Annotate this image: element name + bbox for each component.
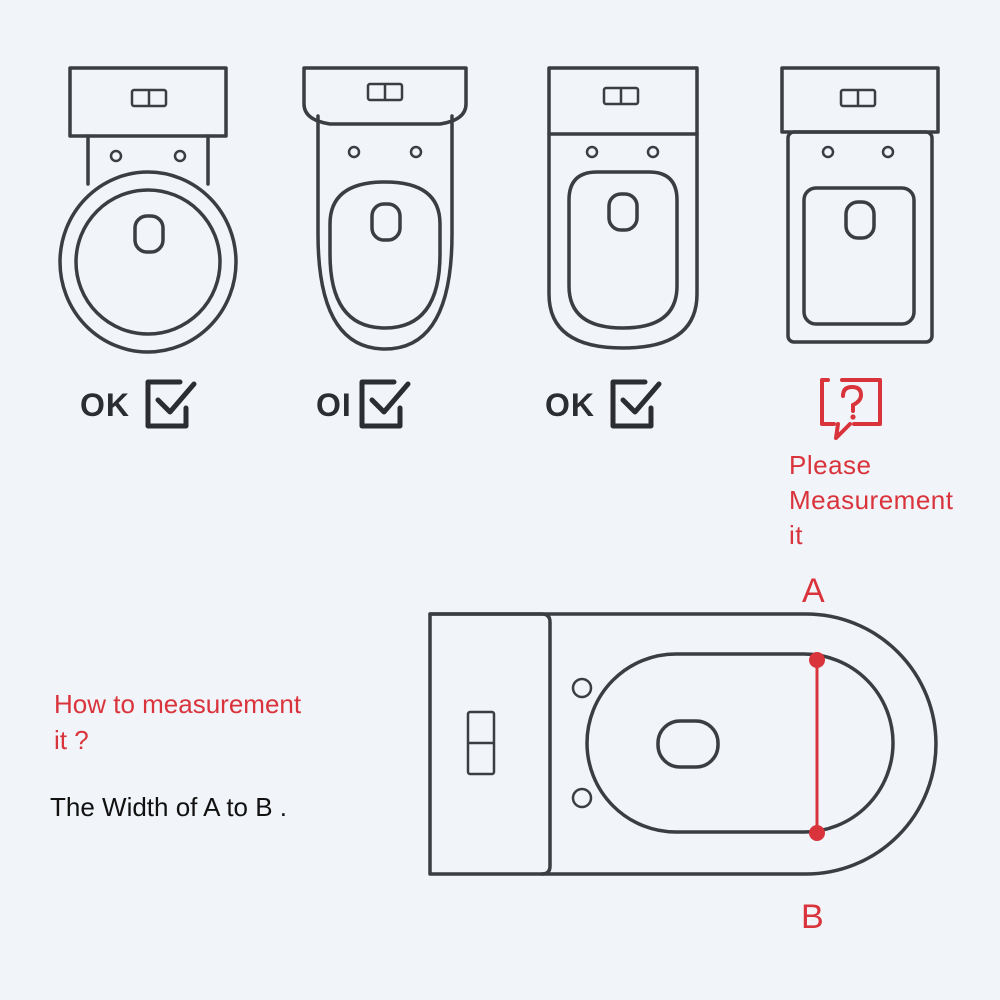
- check-box-icon: [359, 379, 411, 429]
- width-instruction: The Width of A to B .: [50, 792, 288, 822]
- ok-label: OK: [545, 386, 595, 423]
- point-b-label: B: [801, 898, 824, 936]
- status-ok-round: OK: [80, 376, 200, 434]
- question-line: How to measurement: [54, 689, 302, 719]
- point-b-marker: [809, 825, 825, 841]
- elongated-seat-toilet-illustration: [302, 66, 468, 351]
- d-shaped-seat-toilet-illustration: [547, 66, 699, 350]
- how-to-measure-question: How to measurement it ?: [54, 686, 301, 758]
- point-a-label: A: [802, 572, 825, 610]
- point-a-marker: [809, 652, 825, 668]
- ok-label: OK: [80, 386, 130, 423]
- question-line: it ?: [54, 725, 89, 755]
- measure-note: Please Measurement it: [789, 448, 953, 553]
- status-ok-d-shaped: OK: [545, 376, 665, 434]
- question-speech-bubble-icon: [820, 378, 882, 440]
- square-seat-toilet-illustration: [780, 66, 940, 344]
- status-ok-elongated: OI: [316, 376, 414, 434]
- check-box-icon: [145, 379, 197, 429]
- top-view-toilet-diagram: [428, 612, 938, 876]
- measure-note-line: Measurement: [789, 485, 954, 515]
- ok-label: OI: [316, 386, 352, 423]
- measure-note-line: Please: [789, 450, 872, 480]
- measure-note-line: it: [789, 520, 803, 550]
- round-seat-toilet-illustration: [58, 66, 238, 354]
- check-box-icon: [610, 379, 662, 429]
